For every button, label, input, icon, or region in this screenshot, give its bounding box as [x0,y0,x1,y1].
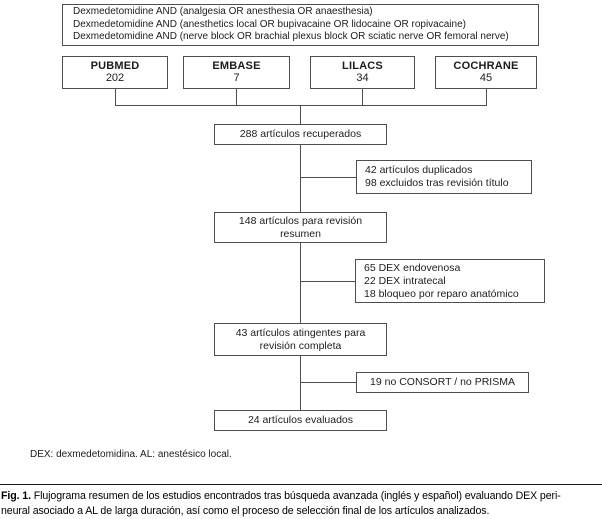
database-name: LILACS [342,60,383,72]
connector-line [236,89,237,105]
flow-box-full-review: 43 artículos atingentes para revisión co… [214,323,387,356]
database-box-pubmed: PUBMED 202 [62,56,168,89]
search-query-box: Dexmedetomidine AND (analgesia OR anesth… [62,4,539,46]
connector-line [300,281,355,282]
exclusion-box-duplicates: 42 artículos duplicados 98 excluidos tra… [356,160,532,194]
database-count: 45 [479,72,493,84]
flow-box-retrieved: 288 artículos recuperados [214,124,387,145]
flow-box-abstract-review: 148 artículos para revisión resumen [214,212,387,243]
flow-box-evaluated: 24 artículos evaluados [214,410,387,431]
connector-line [300,105,301,124]
database-count: 34 [356,72,369,84]
database-box-cochrane: COCHRANE 45 [435,56,537,89]
database-box-embase: EMBASE 7 [183,56,290,89]
connector-line [362,89,363,105]
database-name: PUBMED [90,60,140,72]
exclusion-box-not-relevant: 65 DEX endovenosa 22 DEX intratecal 18 b… [355,259,545,303]
connector-line [486,89,487,105]
search-query-line: Dexmedetomidine AND (nerve block OR brac… [73,31,509,43]
database-name: COCHRANE [453,60,519,72]
connector-line [300,243,301,323]
search-query-line: Dexmedetomidine AND (analgesia OR anesth… [73,6,373,18]
database-name: EMBASE [212,60,261,72]
database-box-lilacs: LILACS 34 [310,56,415,89]
caption-divider [0,484,602,485]
figure-caption-label: Fig. 1. [1,490,31,502]
connector-line [300,145,301,212]
exclusion-box-no-standards: 19 no CONSORT / no PRISMA [356,372,529,393]
connector-line [300,382,356,383]
connector-line [115,89,116,105]
connector-line [115,105,487,106]
abbreviation-legend: DEX: dexmedetomidina. AL: anestésico loc… [30,449,232,460]
figure-caption-line1: Flujograma resumen de los estudios encon… [33,490,561,502]
database-count: 7 [233,72,240,84]
figure-caption-line2: neural asociado a AL de larga duración, … [1,505,490,517]
connector-line [300,356,301,410]
search-query-line: Dexmedetomidine AND (anesthetics local O… [73,18,466,30]
figure-caption: Fig. 1. Flujograma resumen de los estudi… [1,489,602,519]
database-count: 202 [105,72,125,84]
connector-line [300,177,356,178]
